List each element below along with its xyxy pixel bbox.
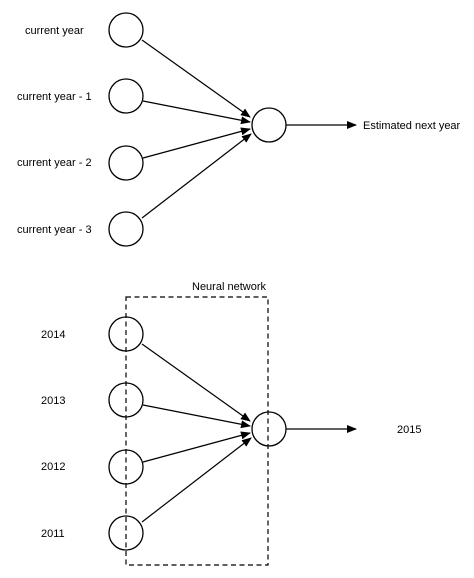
neural-network-box [125,296,269,566]
bottom-output-node [251,411,287,447]
top-input-label-2: current year - 1 [17,91,92,103]
top-diagram: current year current year - 1 current ye… [17,12,461,247]
bottom-output-label: 2015 [397,424,421,436]
top-input-node-2 [108,78,144,114]
top-input-label-1: current year [25,25,84,37]
top-input-node-1 [108,12,144,48]
bottom-input-label-1: 2014 [41,329,65,341]
neural-network-label: Neural network [192,281,266,293]
bottom-input-label-2: 2013 [41,395,65,407]
top-edge-3 [142,127,251,159]
bottom-diagram: Neural network 2014 2013 2012 2011 2015 [41,281,421,566]
bottom-input-label-3: 2012 [41,461,65,473]
top-input-node-4 [108,211,144,247]
top-input-label-3: current year - 2 [17,157,92,169]
top-output-node [251,107,287,143]
bottom-input-label-4: 2011 [41,528,65,540]
bottom-edge-3 [142,431,251,463]
top-input-node-3 [108,145,144,181]
bottom-edge-2 [142,404,251,429]
top-output-label: Estimated next year [363,120,461,132]
bottom-edge-1 [141,343,251,422]
top-edge-2 [142,100,251,125]
bottom-edge-4 [141,437,252,523]
top-edge-1 [141,39,251,118]
top-input-label-4: current year - 3 [17,224,92,236]
top-edge-4 [141,133,252,219]
bottom-input-node-4 [108,515,144,551]
